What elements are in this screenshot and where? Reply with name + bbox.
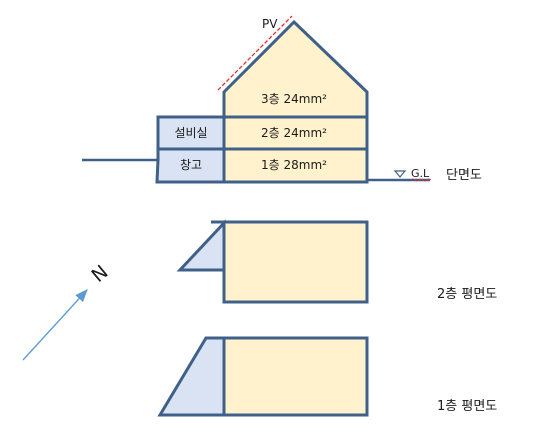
plan-floor2: 2층 평면도	[176, 219, 497, 304]
gl-marker-icon	[393, 170, 407, 178]
north-label: N	[87, 261, 112, 287]
utility-room-box	[156, 115, 226, 151]
floor3-label: 3층 24mm²	[261, 92, 327, 106]
section-title: 단면도	[446, 168, 482, 183]
plan1-title: 1층 평면도	[437, 399, 497, 414]
section-view: PV 3층 24mm² 2층 24mm² 1층 28mm² 설비실 창고 G.L…	[82, 15, 482, 184]
plan2-main-room	[222, 220, 369, 304]
storage-box	[155, 147, 226, 184]
plan-floor1: 1층 평면도	[157, 336, 497, 417]
plan2-title: 2층 평면도	[437, 287, 497, 302]
north-arrow-icon	[22, 289, 88, 361]
gl-squiggle	[410, 178, 432, 182]
north-indicator: N	[22, 261, 113, 361]
pv-label: PV	[262, 17, 278, 31]
plan2-side-wedge	[176, 219, 226, 272]
floor1-label: 1층 28mm²	[261, 158, 327, 172]
pv-panel-line	[217, 15, 293, 91]
utility-room-label: 설비실	[174, 126, 207, 140]
storage-label: 창고	[180, 158, 202, 172]
floor2-label: 2층 24mm²	[261, 126, 327, 140]
plan1-side-wedge	[157, 336, 226, 417]
plan1-main-room	[222, 336, 369, 417]
gl-label: G.L	[411, 167, 430, 180]
